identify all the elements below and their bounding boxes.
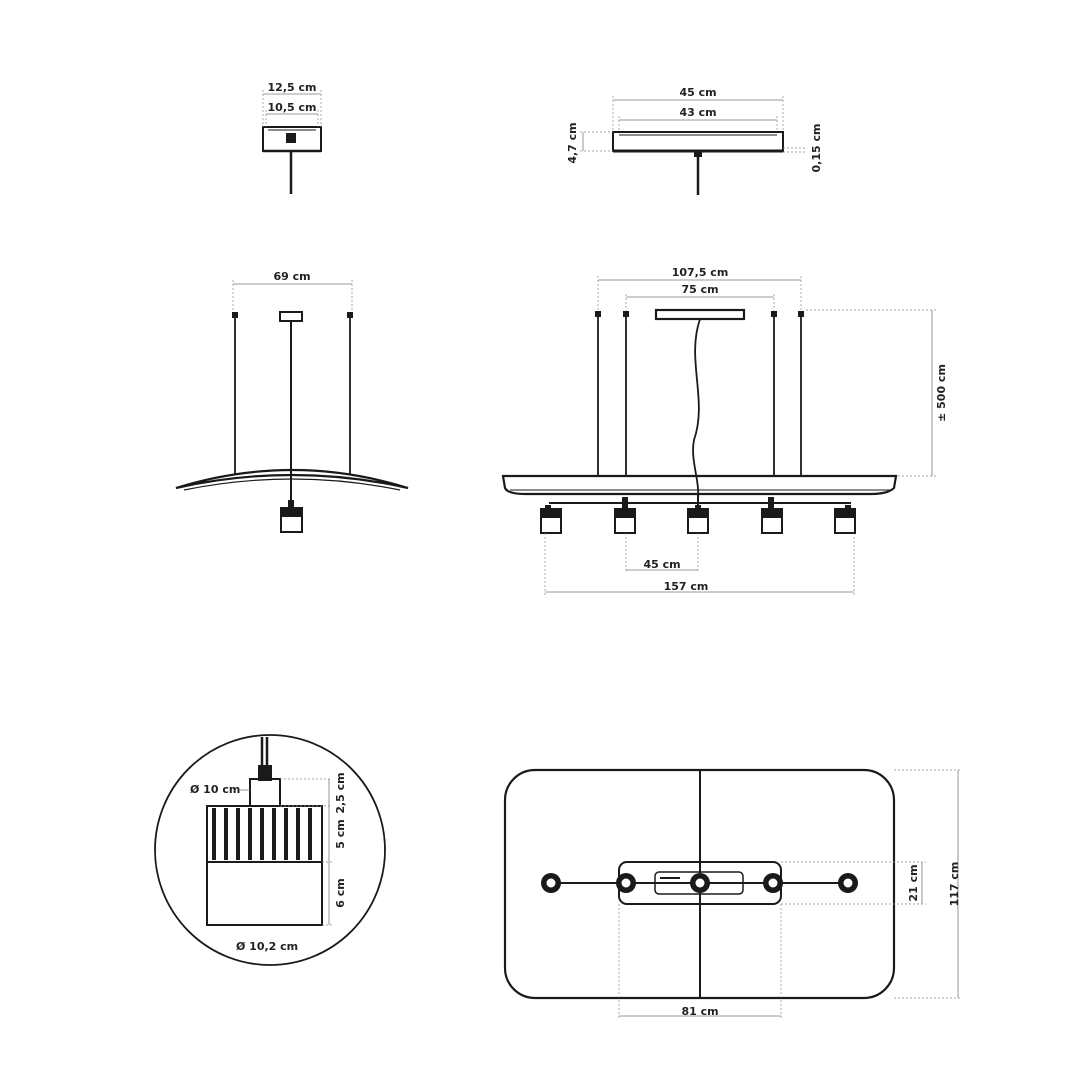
plan-view: 21 cm 117 cm 81 cm — [503, 768, 962, 1020]
side-curved-body — [175, 468, 409, 490]
plan-spot-2 — [616, 873, 636, 893]
dim-front-inner-span: 75 cm — [681, 283, 718, 296]
dim-canopy-top-inner: 43 cm — [679, 106, 716, 119]
dim-side-cable-span: 69 cm — [273, 270, 310, 283]
front-spot-2 — [614, 497, 636, 534]
front-spot-1 — [540, 505, 562, 534]
side-canopy — [279, 311, 303, 322]
plan-spot-3 — [690, 873, 710, 893]
canopy-side-connector — [286, 133, 296, 143]
front-canopy — [654, 308, 746, 321]
dim-canopy-top-outer: 45 cm — [679, 86, 716, 99]
front-elevation-view: 107,5 cm 75 cm ± 500 cm — [501, 266, 948, 596]
front-spot-4 — [761, 497, 783, 534]
dim-spot-spacing: 45 cm — [643, 558, 680, 571]
front-spot-5 — [834, 505, 856, 534]
dim-spot-top-height: 2,5 cm — [334, 772, 347, 813]
dim-spot-fins-height: 5 cm — [334, 819, 347, 848]
dim-spot-top-diameter: Ø 10 cm — [190, 783, 240, 796]
dim-spot-bottom-diameter: Ø 10,2 cm — [236, 940, 298, 953]
detail-connector — [249, 778, 281, 807]
canopy-front-view: 45 cm 43 cm 4,7 cm 0,15 cm — [566, 86, 823, 195]
plan-spot-1 — [541, 873, 561, 893]
canopy-side-view: 12,5 cm 10,5 cm — [262, 81, 322, 194]
detail-body — [206, 861, 323, 926]
plan-spot-5 — [838, 873, 858, 893]
front-spot-3 — [687, 505, 709, 534]
dim-canopy-height: 4,7 cm — [566, 122, 579, 163]
spot-detail-view: Ø 10 cm Ø 10,2 cm 2,5 cm 5 cm 6 cm — [154, 734, 386, 966]
dim-canopy-inner-width: 10,5 cm — [268, 101, 317, 114]
dim-plan-total-depth: 117 cm — [948, 862, 961, 907]
detail-circle — [154, 734, 386, 966]
dim-plan-canopy-width: 81 cm — [681, 1005, 718, 1018]
front-power-cable — [692, 318, 701, 501]
plan-spot-4 — [763, 873, 783, 893]
front-body — [501, 474, 898, 496]
dim-suspension-length: ± 500 cm — [935, 364, 948, 422]
dim-plan-canopy-depth: 21 cm — [907, 864, 920, 901]
dim-spot-body-height: 6 cm — [334, 878, 347, 907]
dim-canopy-outer-width: 12,5 cm — [268, 81, 317, 94]
dim-canopy-plate: 0,15 cm — [810, 124, 823, 173]
dim-total-length: 157 cm — [664, 580, 709, 593]
dim-front-outer-span: 107,5 cm — [672, 266, 729, 279]
side-elevation-view: 69 cm — [175, 270, 409, 533]
